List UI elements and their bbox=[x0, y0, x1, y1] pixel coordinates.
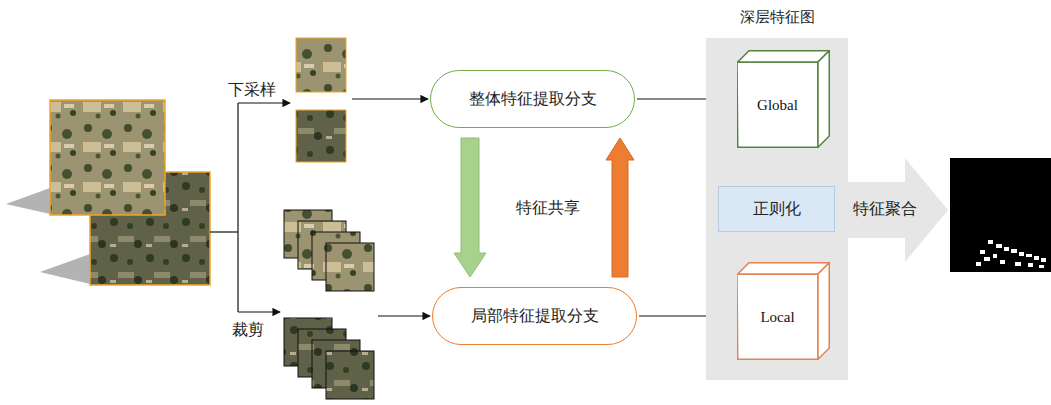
downsampled-image bbox=[296, 110, 346, 162]
regularization-box: 正则化 bbox=[718, 186, 835, 232]
aggregation-label: 特征聚合 bbox=[853, 199, 917, 220]
node-label: Global bbox=[737, 62, 818, 148]
flow-arrow bbox=[238, 102, 290, 103]
branch-box: 整体特征提取分支 bbox=[430, 70, 635, 128]
input-image bbox=[50, 100, 165, 215]
flow-arrow bbox=[238, 311, 280, 312]
node-label: 局部特征提取分支 bbox=[471, 306, 599, 327]
flow-arrow bbox=[352, 98, 428, 99]
cube-face bbox=[737, 274, 818, 359]
node-label: Local bbox=[737, 274, 818, 360]
cropped-stack bbox=[284, 210, 374, 291]
cube-face bbox=[738, 263, 830, 274]
image-shadow bbox=[40, 254, 90, 284]
feature-cube: Local bbox=[737, 262, 830, 360]
flow-arrow bbox=[378, 315, 430, 316]
cube-face bbox=[737, 62, 818, 147]
downsampled-image bbox=[296, 38, 346, 92]
mask-buildings bbox=[976, 240, 1046, 268]
step-label: 下采样 bbox=[228, 80, 276, 101]
output-mask bbox=[950, 158, 1051, 272]
image-shadow bbox=[6, 188, 50, 214]
cropped-stack bbox=[284, 318, 374, 399]
cube-face bbox=[818, 51, 829, 148]
node-label: 整体特征提取分支 bbox=[469, 89, 597, 110]
split-wire bbox=[210, 231, 238, 232]
feature-cube: Global bbox=[737, 50, 830, 148]
node-label: 正则化 bbox=[753, 199, 801, 220]
block-arrow bbox=[606, 138, 634, 277]
feature-panel: 深层特征图Global正则化Local bbox=[706, 38, 848, 380]
cube-face bbox=[738, 51, 830, 62]
cube-face bbox=[818, 263, 829, 360]
branch-box: 局部特征提取分支 bbox=[432, 287, 637, 345]
split-wire bbox=[237, 103, 238, 312]
block-arrow bbox=[454, 138, 486, 277]
share-label: 特征共享 bbox=[516, 198, 580, 219]
aggregation-arrow bbox=[848, 158, 948, 262]
step-label: 裁剪 bbox=[232, 320, 264, 341]
panel-heading: 深层特征图 bbox=[706, 8, 848, 27]
